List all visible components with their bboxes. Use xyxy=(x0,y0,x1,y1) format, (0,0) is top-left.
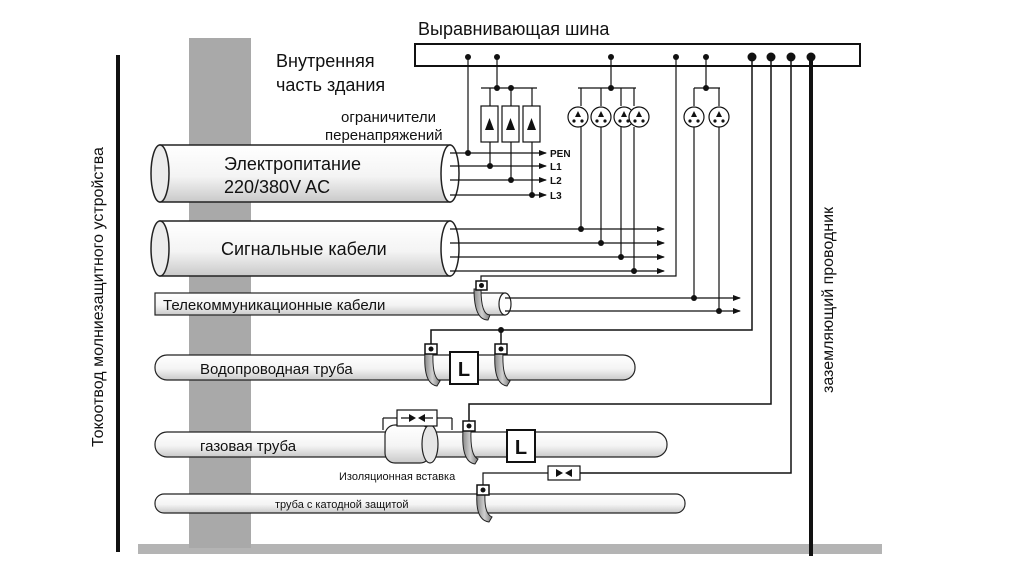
water-clamp-2 xyxy=(494,343,511,387)
grounding-bus-dot xyxy=(806,52,816,62)
signal-protector-symbols xyxy=(572,111,645,123)
water-limiter-box: L xyxy=(449,351,479,385)
cathodic-ground-lead-2 xyxy=(580,57,792,474)
signal-wires xyxy=(450,226,665,274)
cathodic-ground-lead xyxy=(482,472,548,485)
gas-pipe-label: газовая труба xyxy=(200,438,297,455)
gas-ground-lead xyxy=(468,57,772,421)
wire-label-l3: L3 xyxy=(550,191,562,202)
building-inside-label-1: Внутренняя xyxy=(276,51,375,71)
power-cable xyxy=(150,144,460,203)
insulating-spark-gap xyxy=(382,409,453,430)
telecom-cable xyxy=(154,292,512,316)
gas-pipe xyxy=(154,424,668,464)
telecom-cables-label: Телекоммуникационные кабели xyxy=(163,297,385,314)
water-pipe-label: Водопроводная труба xyxy=(200,361,353,378)
signal-junction-dots xyxy=(578,54,637,274)
equalization-bus-label: Выравнивающая шина xyxy=(418,19,610,39)
surge-limiters-label-2: перенапряжений xyxy=(325,127,443,144)
water-ground-lead xyxy=(430,57,753,344)
telecom-bus-dot xyxy=(673,54,679,60)
floor-strip xyxy=(138,544,882,554)
cathodic-pipe-label: труба с катодной защитой xyxy=(275,499,409,511)
water-limiter-glyph: L xyxy=(458,359,470,381)
wire-label-pen: PEN xyxy=(550,149,571,160)
cathodic-spark-gap xyxy=(547,465,581,481)
power-label-2: 220/380V AC xyxy=(224,177,330,197)
telecom-wires xyxy=(505,295,741,314)
building-inside-label-2: часть здания xyxy=(276,75,385,95)
wire-label-l2: L2 xyxy=(550,176,562,187)
signal-cables-label: Сигнальные кабели xyxy=(221,239,387,259)
surge-limiters-label-1: ограничители xyxy=(341,109,436,126)
wire-label-l1: L1 xyxy=(550,162,562,173)
lightning-down-conductor-label: Токоотвод молниезащитного устройства xyxy=(90,147,107,447)
gas-limiter-box: L xyxy=(506,429,536,463)
limiter-arrows xyxy=(485,118,536,130)
grounding-conductor-label: заземляющий проводник xyxy=(820,206,837,393)
cathodic-clamp xyxy=(476,484,493,523)
cathodic-pipe xyxy=(154,493,686,514)
equalization-bus xyxy=(414,43,861,67)
power-junction-dots xyxy=(465,54,535,198)
telecom-protector-group xyxy=(683,57,730,311)
gas-bus-dot xyxy=(766,52,776,62)
cathodic-bus-dot xyxy=(786,52,796,62)
gas-limiter-glyph: L xyxy=(515,437,527,459)
signal-cable xyxy=(150,220,460,277)
power-label-1: Электропитание xyxy=(224,154,361,174)
water-clamp-1 xyxy=(424,343,441,387)
telecom-protector-symbols xyxy=(688,111,725,123)
water-pipe xyxy=(154,354,636,381)
spark-gap-arrows xyxy=(409,414,425,422)
telecom-ground-lead xyxy=(480,57,677,281)
water-junction-dots xyxy=(498,52,757,333)
telecom-junction-dots xyxy=(691,54,722,314)
insulating-insert-label: Изоляционная вставка xyxy=(339,471,456,483)
